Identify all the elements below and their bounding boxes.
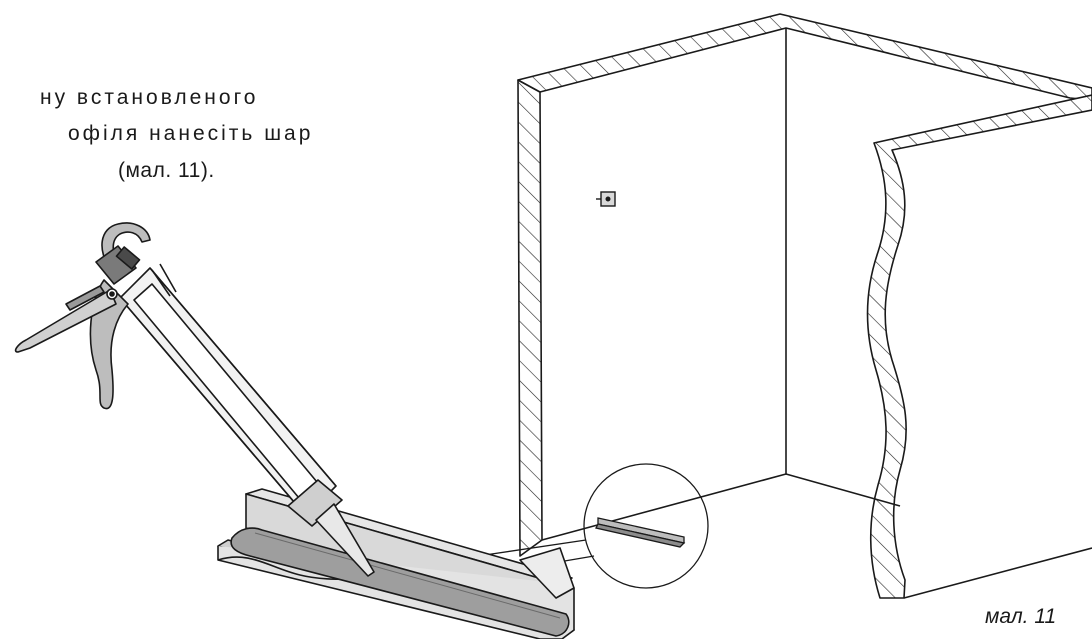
caulking-gun-icon — [14, 222, 375, 577]
wall-bracket-icon — [596, 191, 616, 207]
instruction-line-1: ну встановленого — [40, 86, 259, 109]
instruction-line-2: офіля нанесіть шар — [68, 122, 314, 145]
room-corner-icon — [517, 13, 1092, 599]
instruction-line-3: (мал. 11). — [118, 159, 215, 182]
figure-caption: мал. 11 — [985, 605, 1057, 628]
profile-channel-icon — [217, 488, 575, 639]
